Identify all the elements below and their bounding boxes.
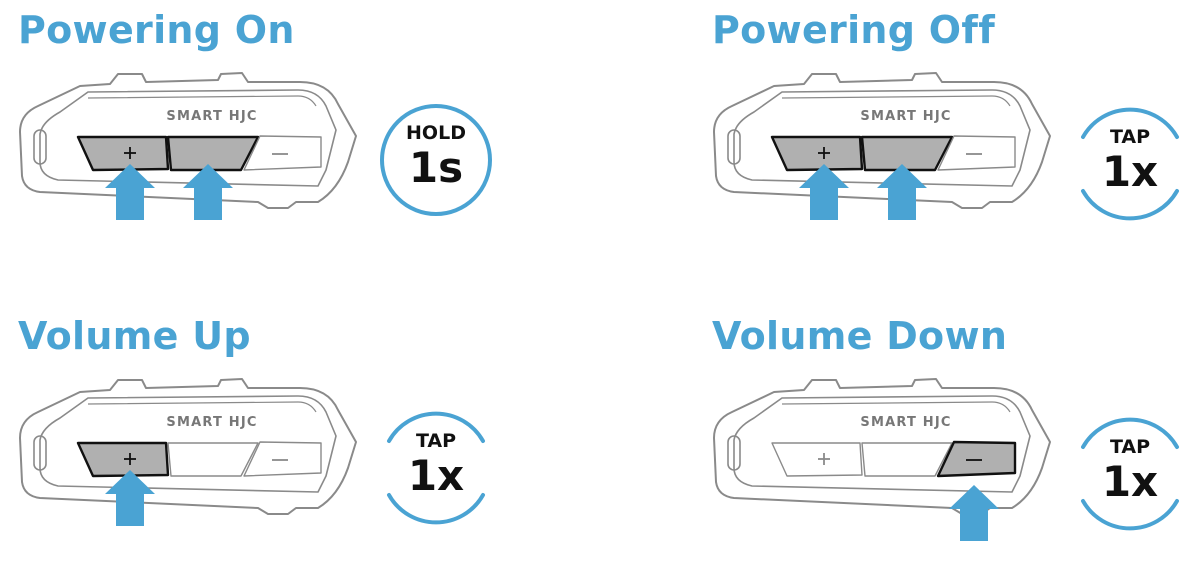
center-button	[861, 442, 953, 477]
panel-powering-off: Powering Off SMART HJC TAP 1x	[712, 6, 1200, 266]
device-brand-label: SMART HJC	[166, 415, 257, 430]
center-button	[860, 135, 954, 172]
device-ridge	[87, 95, 317, 107]
device-ridge	[87, 401, 317, 413]
indicator-ring	[380, 104, 492, 216]
plus-button	[771, 442, 863, 477]
plus-button	[76, 441, 170, 478]
indicator-ring	[387, 411, 485, 525]
panel-title: Volume Up	[18, 314, 251, 358]
device-panel-outline	[39, 89, 337, 187]
device-brand-label: SMART HJC	[860, 109, 951, 124]
broken-ring-icon	[387, 493, 485, 525]
indicator-count: 1x	[1101, 457, 1159, 506]
panel-title: Powering Off	[712, 8, 996, 52]
press-arrow-icon	[183, 164, 233, 220]
device-side-slot	[727, 435, 741, 471]
minus-button	[243, 135, 322, 171]
indicator-action: TAP	[415, 430, 457, 452]
indicator-duration: 1s	[408, 143, 464, 192]
device-side-slot	[33, 435, 47, 471]
headset-device: SMART HJC	[713, 72, 1051, 220]
device-ridge	[781, 401, 1011, 413]
device-brand-label: SMART HJC	[860, 415, 951, 430]
indicator-count: 1x	[407, 451, 465, 500]
device-panel-outline	[39, 395, 337, 493]
indicator-action: HOLD	[406, 122, 466, 144]
panel-title: Powering On	[18, 8, 295, 52]
tap-indicator: TAP 1x	[1072, 416, 1188, 532]
plus-button	[76, 135, 170, 172]
panel-powering-on: Powering On SMART HJC HOLD 1s	[18, 6, 578, 266]
device-brand-label: SMART HJC	[166, 109, 257, 124]
indicator-action: TAP	[1109, 126, 1151, 148]
press-arrow-icon	[105, 164, 155, 220]
tap-indicator: TAP 1x	[1072, 106, 1188, 222]
device-side-slot	[727, 129, 741, 165]
press-arrow-icon	[799, 164, 849, 220]
solid-ring-icon	[380, 104, 492, 216]
broken-ring-icon	[1081, 417, 1179, 449]
minus-button	[937, 135, 1016, 171]
broken-ring-icon	[387, 411, 485, 443]
headset-device: SMART HJC	[19, 378, 357, 526]
press-arrow-icon	[949, 485, 999, 541]
indicator-ring	[1081, 107, 1179, 221]
tap-indicator: TAP 1x	[378, 410, 494, 526]
minus-button	[936, 440, 1017, 478]
instruction-diagram: Powering On SMART HJC HOLD 1s Powering O…	[18, 6, 1200, 541]
panel-title: Volume Down	[712, 314, 1008, 358]
headset-device: SMART HJC	[713, 378, 1051, 541]
broken-ring-icon	[1081, 107, 1179, 139]
broken-ring-icon	[1081, 499, 1179, 531]
plus-button	[770, 135, 864, 172]
indicator-count: 1x	[1101, 147, 1159, 196]
press-arrow-icon	[877, 164, 927, 220]
device-side-slot	[33, 129, 47, 165]
device-panel-outline	[733, 89, 1031, 187]
device-ridge	[781, 95, 1011, 107]
panel-volume-up: Volume Up SMART HJC TAP 1x	[18, 312, 578, 572]
press-arrow-icon	[105, 470, 155, 526]
device-panel-outline	[733, 395, 1031, 493]
indicator-ring	[1081, 417, 1179, 531]
panel-volume-down: Volume Down SMART HJC TAP 1x	[712, 312, 1200, 572]
center-button	[167, 442, 259, 477]
center-button	[166, 135, 260, 172]
broken-ring-icon	[1081, 189, 1179, 221]
minus-button	[243, 441, 322, 477]
headset-device: SMART HJC	[19, 72, 357, 220]
hold-indicator: HOLD 1s	[378, 102, 494, 218]
indicator-action: TAP	[1109, 436, 1151, 458]
